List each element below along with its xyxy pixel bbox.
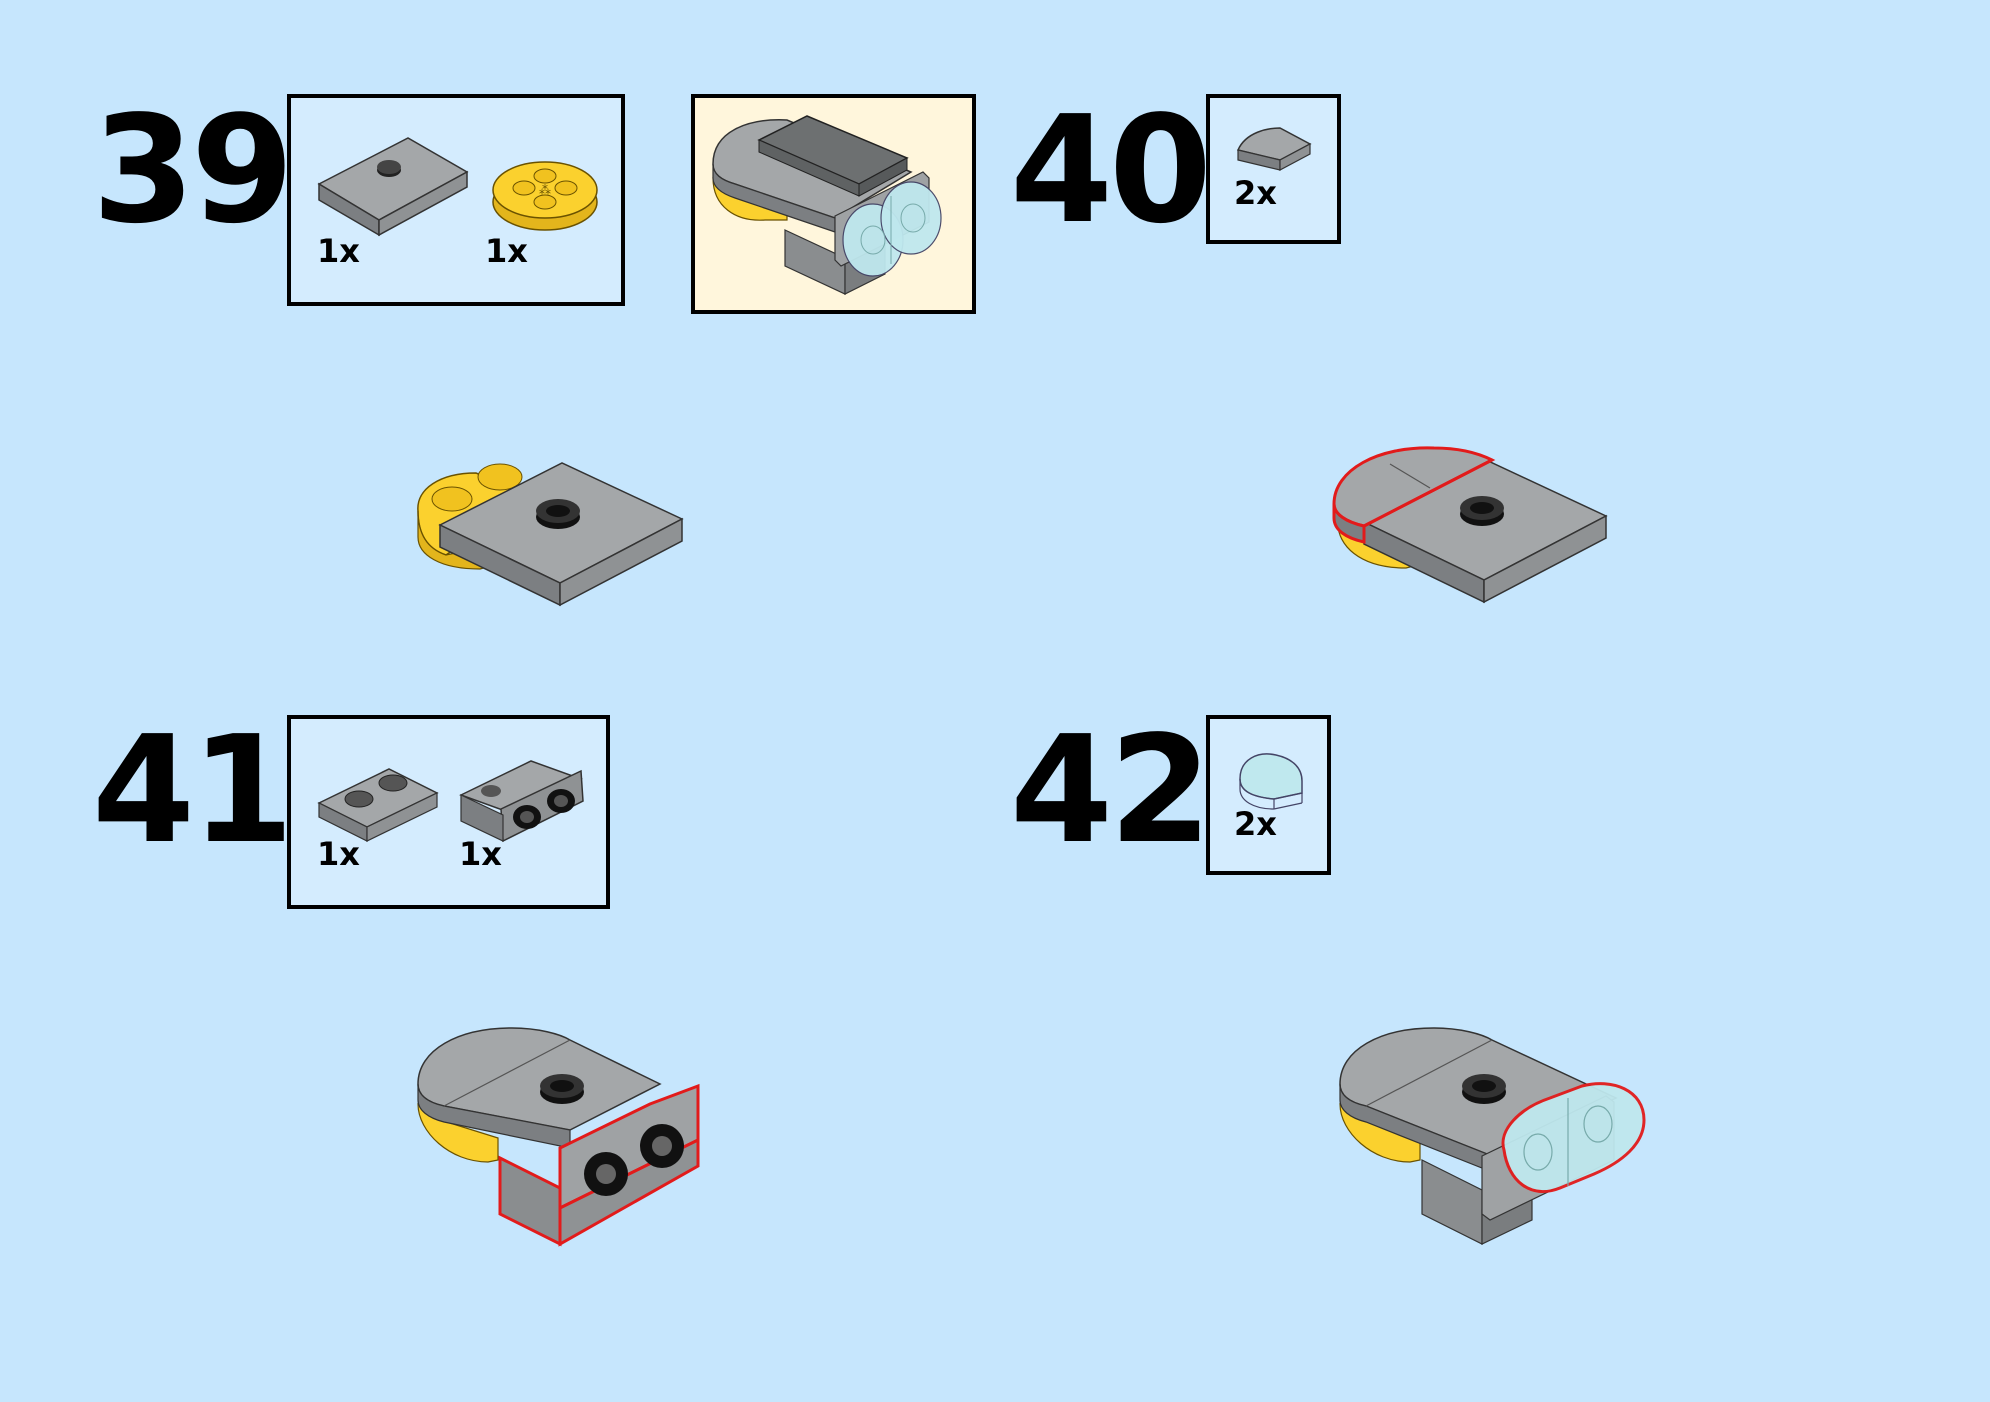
plate-2x2-jumper-gray-icon (317, 137, 469, 237)
step-number-41: 41 (92, 704, 294, 876)
parts-list-step-40: 2x (1206, 94, 1341, 244)
subassembly-preview-icon (712, 115, 942, 295)
plate-1x2-gray-icon (317, 768, 439, 842)
part-qty: 1x (317, 835, 360, 873)
svg-text:⁂: ⁂ (539, 183, 551, 197)
build-step-40-icon (1332, 446, 1608, 604)
model-step-40 (1330, 440, 1630, 624)
part-qty: 2x (1234, 805, 1277, 843)
round-plate-2x2-yellow-icon: ⁂ (492, 161, 598, 231)
subassembly-callout (691, 94, 976, 314)
parts-list-step-42: 2x (1206, 715, 1331, 875)
bracket-1x2-gray-icon (459, 760, 584, 843)
step-number-40: 40 (1010, 84, 1212, 256)
build-step-41-icon (417, 1027, 700, 1247)
part-qty: 1x (459, 835, 502, 873)
part-qty: 1x (485, 232, 528, 270)
model-step-42 (1332, 1020, 1652, 1254)
part-qty: 1x (317, 232, 360, 270)
round-tile-trans-light-blue-icon (1239, 753, 1303, 810)
model-step-39 (410, 455, 700, 619)
step-number-39: 39 (92, 84, 294, 256)
parts-list-step-39: ⁂ 1x 1x (287, 94, 625, 306)
step-number-42: 42 (1010, 704, 1212, 876)
quarter-round-tile-gray-icon (1236, 127, 1312, 171)
parts-list-step-41: 1x 1x (287, 715, 610, 909)
part-qty: 2x (1234, 174, 1277, 212)
build-step-39-icon (417, 462, 684, 607)
model-step-41 (410, 1020, 710, 1254)
build-step-42-icon (1339, 1027, 1646, 1245)
